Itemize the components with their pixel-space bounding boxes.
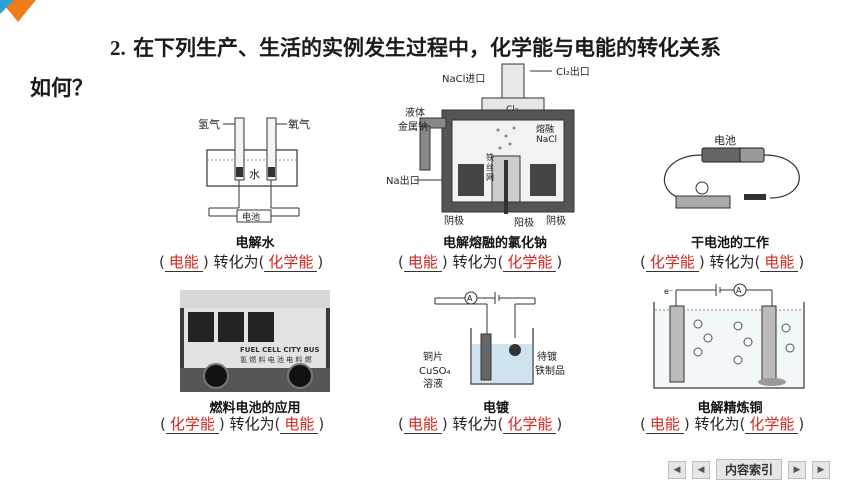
- label-cuso4: CuSO₄: [419, 366, 451, 377]
- answer-to: 化学能: [264, 253, 318, 272]
- label-na-out: Na出口: [386, 174, 420, 187]
- label-cathode-left: 阴极: [444, 214, 464, 227]
- conversion-label: 转化为: [229, 415, 275, 433]
- figure-copper-refining: e⁻ A: [653, 283, 805, 389]
- figure-fuel-cell-bus-photo: FUEL CELL CITY BUS 氢 燃 料 电 池 电 料 燃: [180, 290, 330, 392]
- conversion-label: 转化为: [452, 415, 498, 433]
- conversion-electroplating: (电能) 转化为(化学能): [398, 415, 563, 434]
- label-mesh2: 丝: [486, 162, 494, 172]
- label-solution: 溶液: [423, 377, 443, 390]
- conversion-electrolysis-water: (电能) 转化为(化学能): [159, 253, 324, 272]
- label-mesh1: 铁: [486, 152, 494, 162]
- label-metal-na: 金属钠: [398, 120, 428, 133]
- label-electron: e⁻: [664, 287, 673, 296]
- label-copper: 铜片: [423, 350, 443, 363]
- caption-fuel-cell: 燃料电池的应用: [209, 401, 301, 416]
- label-plated2: 铁制品: [535, 364, 565, 377]
- answer-to: 电能: [760, 253, 799, 272]
- figure-dry-battery: 电池: [663, 134, 800, 209]
- conversion-copper-refining: (电能) 转化为(化学能): [640, 415, 805, 434]
- conversion-label: 转化为: [709, 253, 755, 271]
- conversion-label: 转化为: [213, 253, 259, 271]
- slide-navigation: ◀ ◀ 内容索引 ▶ ▶: [667, 459, 830, 480]
- caption-copper-refining: 电解精炼铜: [697, 401, 763, 416]
- label-anode: 阳极: [514, 216, 534, 229]
- conversion-fuel-cell: (化学能) 转化为(电能): [160, 415, 325, 434]
- label-battery: 电池: [714, 134, 736, 147]
- answer-from: 电能: [403, 253, 442, 272]
- answer-to: 化学能: [745, 415, 799, 434]
- caption-electrolysis-nacl: 电解熔融的氯化钠: [442, 236, 547, 251]
- question-line1: 在下列生产、生活的实例发生过程中，化学能与电能的转化关系: [133, 35, 722, 60]
- first-slide-button[interactable]: ◀: [667, 460, 686, 479]
- label-ammeter: A: [736, 286, 742, 295]
- label-battery: 电池: [242, 211, 260, 223]
- question-number: 2.: [110, 36, 126, 60]
- answer-from: 电能: [164, 253, 203, 272]
- answer-from: 电能: [645, 415, 684, 434]
- label-ammeter: A: [467, 294, 473, 303]
- answer-from: 化学能: [645, 253, 699, 272]
- conversion-dry-battery: (化学能) 转化为(电能): [640, 253, 805, 272]
- answer-to: 化学能: [503, 253, 557, 272]
- label-o2: 氧气: [288, 117, 310, 131]
- caption-electrolysis-water: 电解水: [235, 236, 275, 251]
- label-molten: 熔融: [536, 123, 554, 135]
- label-mesh3: 网: [486, 173, 494, 182]
- prev-slide-button[interactable]: ◀: [691, 460, 710, 479]
- label-liquid: 液体: [405, 106, 425, 119]
- label-bus-cn: 氢 燃 料 电 池 电 料 燃: [240, 355, 312, 364]
- label-nacl-in: NaCl进口: [442, 73, 485, 85]
- figure-electrolysis-nacl: NaCl进口 Cl₂出口 Cl₂ 液体 金属钠 熔融 NaCl 铁 丝 网 Na…: [386, 63, 590, 229]
- answer-to: 电能: [280, 415, 319, 434]
- answer-to: 化学能: [503, 415, 557, 434]
- label-nacl: NaCl: [536, 135, 557, 145]
- content-index-button[interactable]: 内容索引: [715, 459, 782, 480]
- figure-electrolysis-water: 氢气 氧气 水 电池: [198, 117, 310, 223]
- conversion-label: 转化为: [694, 415, 740, 433]
- caption-dry-battery: 干电池的工作: [690, 236, 769, 251]
- label-h2: 氢气: [198, 117, 220, 131]
- label-cathode-right: 阴极: [546, 214, 566, 227]
- question-line2: 如何？: [30, 75, 93, 100]
- caption-electroplating: 电镀: [482, 401, 509, 416]
- last-slide-button[interactable]: ▶: [812, 460, 830, 479]
- figure-electroplating: A 铜片 CuSO₄ 溶液 待镀 铁制品: [419, 291, 565, 390]
- label-cl2-out: Cl₂出口: [556, 65, 590, 78]
- label-plated1: 待镀: [537, 350, 557, 363]
- answer-from: 化学能: [165, 415, 219, 434]
- corner-logo-icon: [0, 0, 36, 22]
- conversion-electrolysis-nacl: (电能) 转化为(化学能): [398, 253, 563, 272]
- label-water: 水: [249, 168, 260, 181]
- label-bus-text: FUEL CELL CITY BUS: [240, 346, 320, 354]
- conversion-label: 转化为: [452, 253, 498, 271]
- next-slide-button[interactable]: ▶: [788, 460, 806, 479]
- answer-from: 电能: [403, 415, 442, 434]
